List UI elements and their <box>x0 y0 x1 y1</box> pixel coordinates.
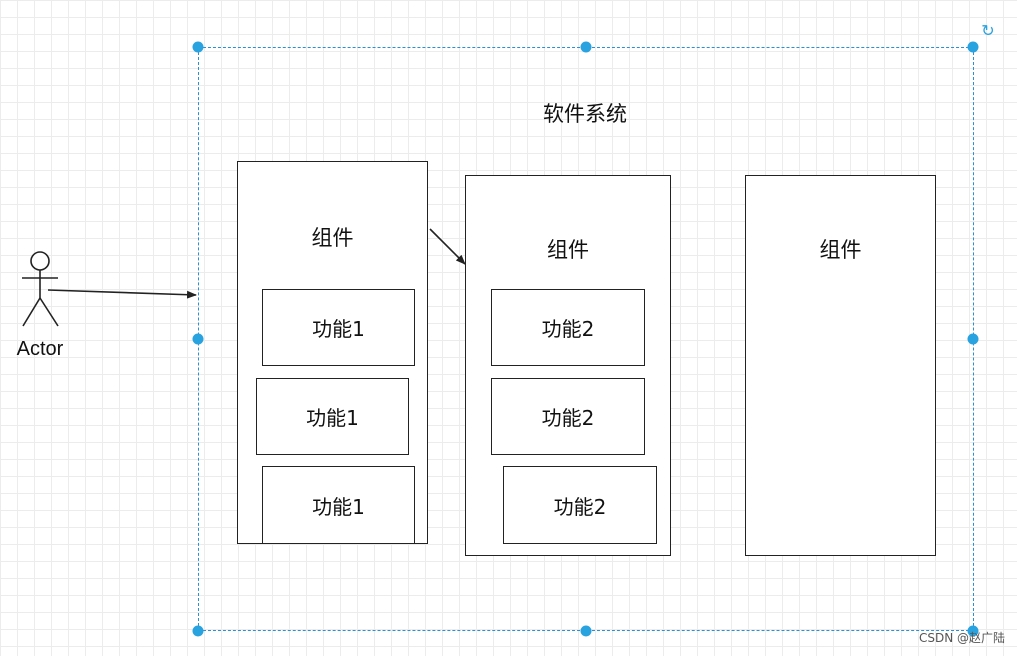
function-box[interactable]: 功能2 <box>491 289 645 366</box>
actor-label: Actor <box>16 338 64 360</box>
actor-figure[interactable] <box>22 251 59 327</box>
component-label: 组件 <box>547 238 589 262</box>
watermark: CSDN @赵广陆 <box>918 631 1005 645</box>
function-box[interactable]: 功能1 <box>256 378 409 455</box>
function-box[interactable]: 功能2 <box>503 466 657 544</box>
resize-handle-top[interactable] <box>580 41 592 53</box>
component-link-arrow[interactable] <box>429 228 466 265</box>
resize-handle-right[interactable] <box>967 333 979 345</box>
resize-handle-left[interactable] <box>192 333 204 345</box>
component-label: 组件 <box>311 226 354 250</box>
actor-to-system-arrow[interactable] <box>47 289 197 299</box>
resize-handle-bottom-right[interactable] <box>967 625 979 637</box>
component-3[interactable]: 组件 <box>745 175 936 556</box>
component-label: 组件 <box>819 238 862 262</box>
resize-handle-bottom-left[interactable] <box>192 625 204 637</box>
resize-handle-top-left[interactable] <box>192 41 204 53</box>
function-box[interactable]: 功能2 <box>491 378 645 455</box>
resize-handle-top-right[interactable] <box>967 41 979 53</box>
function-box[interactable]: 功能1 <box>262 466 415 544</box>
function-box[interactable]: 功能1 <box>262 289 415 366</box>
rotate-icon[interactable]: ↻ <box>981 21 995 40</box>
system-title: 软件系统 <box>543 102 627 126</box>
resize-handle-bottom[interactable] <box>580 625 592 637</box>
